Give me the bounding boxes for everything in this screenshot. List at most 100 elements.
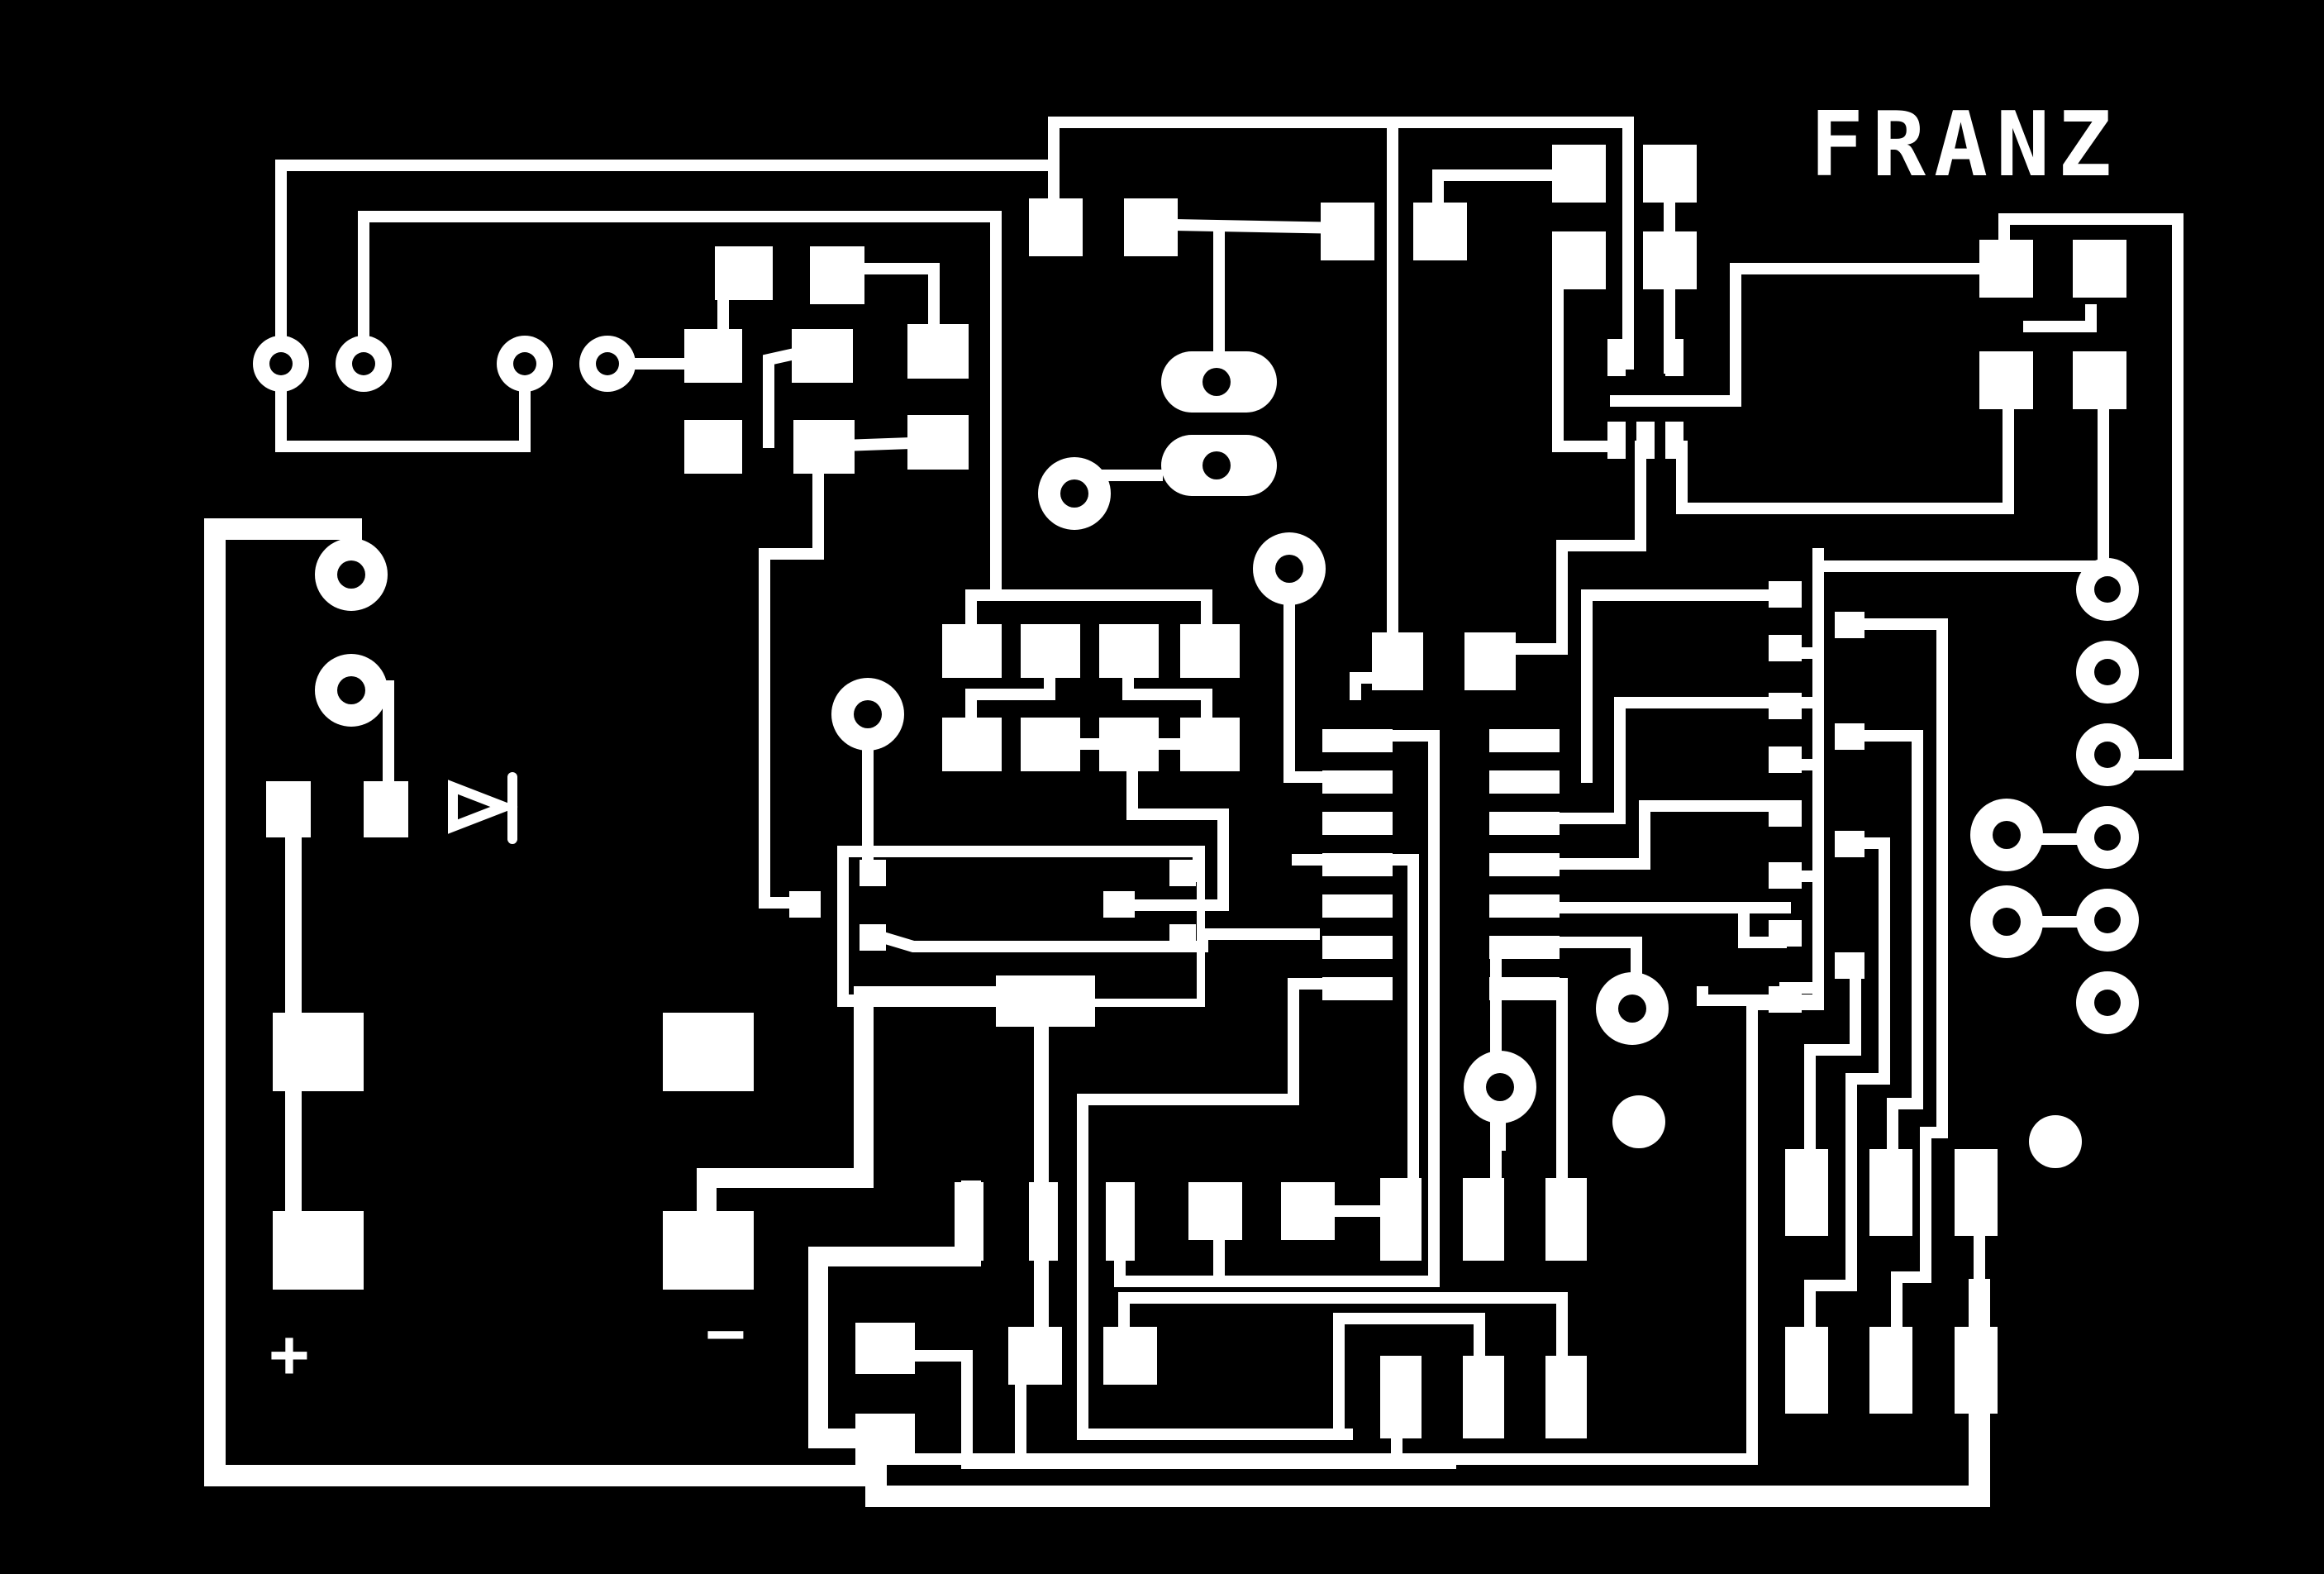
ic-pin [1769,581,1802,608]
pad [1180,624,1240,678]
pad [1008,1327,1062,1385]
trace [1998,213,2184,770]
trace [275,358,531,452]
trace [1118,1292,1568,1370]
pad [1169,860,1196,886]
trace [1676,362,2014,514]
ic-pin [1322,729,1393,752]
ic-pin [1322,977,1393,1000]
pad [1955,1149,1998,1236]
trace [1478,540,1646,655]
ic-pin [1322,894,1393,918]
hole [513,352,536,375]
pad [273,1013,364,1091]
pad [1124,198,1178,256]
pad [1785,1327,1828,1414]
pad [1103,1327,1157,1385]
trace [1552,234,1622,452]
ic-pin [1489,936,1560,959]
trace [965,672,1055,725]
hole [1060,479,1088,508]
pad [1665,339,1683,376]
pad [1665,422,1683,459]
pad [907,415,969,470]
hole [352,352,375,375]
pad [1188,1182,1242,1240]
pad [860,860,886,886]
pad [942,718,1002,771]
ic-pin [1489,977,1560,1000]
pad [1169,924,1196,951]
ic-pin [1322,936,1393,959]
hole [1486,1073,1514,1101]
pad [810,246,864,304]
pad [684,329,742,383]
pad [1464,632,1516,690]
pad [1552,231,1606,289]
ic-pin [1489,770,1560,794]
hole [1618,994,1646,1023]
pad [1955,1327,1998,1414]
pad [1785,1149,1828,1236]
polarity-plus-label: + [269,1315,309,1392]
hole [854,700,882,728]
trace [1167,218,1354,235]
pad [907,324,969,379]
ic-pin [1489,853,1560,876]
pad [1321,203,1374,260]
smd-pads [266,145,2126,1465]
hole [1275,555,1303,583]
pad [2073,240,2126,298]
pad [1545,1356,1587,1438]
pad [789,891,821,918]
hole [2094,576,2121,603]
trace [204,518,1990,1507]
board-name-label: FRANZ [1810,93,2120,197]
ic-pin [1769,920,1802,947]
pad [1463,1178,1504,1261]
pad [955,1182,983,1261]
pad [1643,231,1697,289]
trace [1432,169,1568,208]
ic-pin [1769,746,1802,773]
pad-holes [269,352,2121,1101]
ic-pin [1769,986,1802,1013]
pad [793,420,855,474]
ic-pin [1835,723,1864,750]
pad [684,420,742,474]
trace [1048,117,1634,370]
component-outline [837,846,1205,1007]
ic-pin [1322,853,1393,876]
pad [1106,1182,1135,1261]
pad [792,329,853,383]
pad [2073,351,2126,409]
hole [337,560,365,589]
trace [1804,837,1890,1337]
pad [1643,145,1697,203]
hole [1202,368,1231,396]
pad [1180,718,1240,771]
pad [1463,1356,1504,1438]
ic-pin [1322,770,1393,794]
hole [2094,990,2121,1016]
hole [269,352,293,375]
ic-pin [1835,612,1864,638]
trace [1556,697,1820,824]
pad [1869,1149,1912,1236]
trace [1841,618,1948,1337]
pad [1380,1356,1422,1438]
pad [1607,339,1626,376]
pad [1099,718,1159,771]
pad [860,924,886,951]
trace [1556,800,1791,870]
trace [1581,589,1791,783]
pad [364,781,408,837]
pad [942,624,1002,678]
hole [2094,742,2121,768]
pad [1372,632,1423,690]
pad [1869,1327,1912,1414]
hole [1993,821,2021,849]
hole [1202,451,1231,479]
ic-pin [1769,800,1802,827]
